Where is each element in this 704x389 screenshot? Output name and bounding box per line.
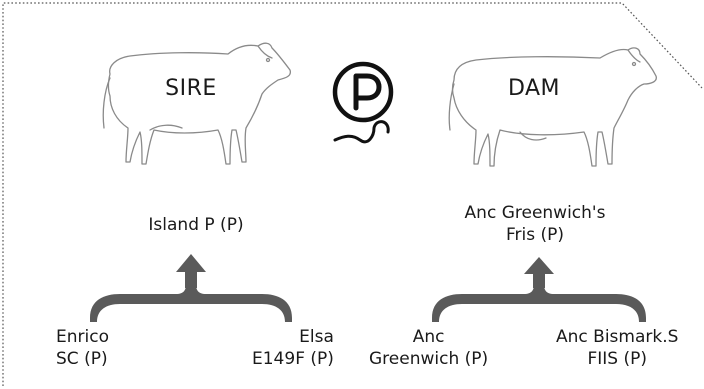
dam-father: Anc Greenwich (P) — [369, 326, 488, 370]
sire-father-line-1: Enrico — [56, 327, 109, 347]
sire-tag: SIRE — [165, 76, 217, 101]
sire-bull-icon — [102, 42, 292, 165]
dam-tag: DAM — [507, 76, 561, 101]
dam-mother-line-2: FIIS (P) — [587, 349, 647, 369]
sire-father: Enrico SC (P) — [56, 326, 109, 370]
sire-name: Island P (P) — [148, 215, 244, 235]
sire-brace-arrow — [90, 254, 292, 322]
sire-arrowhead — [176, 254, 206, 272]
dam-brace — [432, 284, 646, 322]
dam-name: Anc Greenwich's Fris (P) — [465, 202, 606, 246]
sire-mother-line-2: E149F (P) — [252, 349, 334, 369]
sire-brace — [90, 284, 292, 322]
dam-brace-arrow — [432, 257, 646, 322]
dam-arrow-shaft — [533, 270, 545, 288]
dam-mother-line-1: Anc Bismark.S — [556, 327, 679, 347]
sire-mother: Elsa E149F (P) — [252, 326, 334, 370]
sire-mother-line-1: Elsa — [299, 327, 334, 347]
dam-mother: Anc Bismark.S FIIS (P) — [556, 326, 678, 370]
sire-arrow-shaft — [185, 270, 197, 288]
polled-p-icon — [332, 61, 394, 144]
dam-name-line-2: Fris (P) — [505, 225, 565, 245]
dam-cow-icon — [448, 47, 657, 167]
sire-father-line-2: SC (P) — [56, 349, 108, 369]
dam-name-line-1: Anc Greenwich's — [464, 203, 606, 223]
dam-father-line-2: Greenwich (P) — [369, 349, 489, 369]
dam-father-line-1: Anc — [412, 327, 445, 347]
dam-arrowhead — [524, 257, 554, 274]
